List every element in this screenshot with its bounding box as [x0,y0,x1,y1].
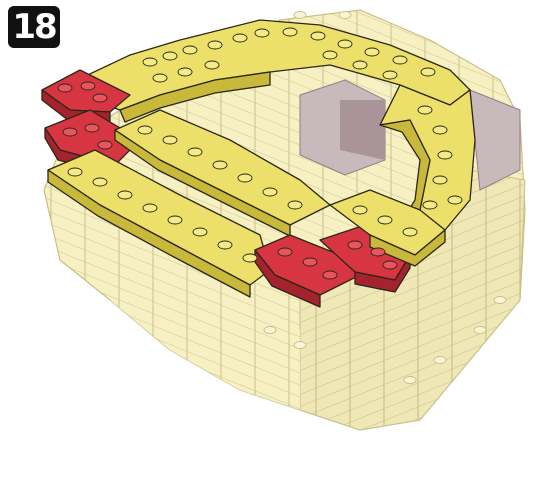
lego-model-illustration [0,0,545,477]
instruction-page: 18 [0,0,545,477]
